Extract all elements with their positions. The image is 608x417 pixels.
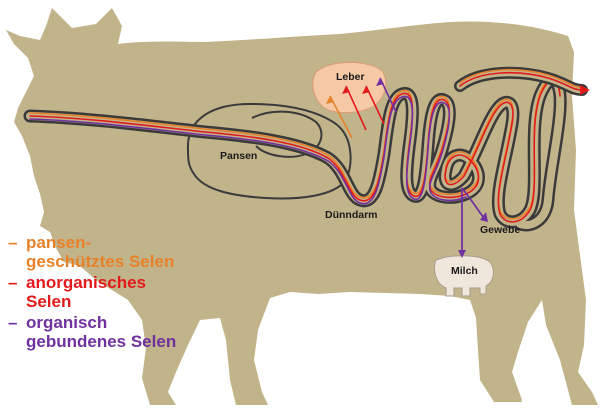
legend-item-anorganisch: – anorganisches Selen (8, 273, 238, 311)
legend-item-organisch: – organisch gebundenes Selen (8, 313, 238, 351)
label-milch: Milch (451, 265, 478, 277)
label-leber: Leber (336, 71, 365, 83)
legend-text: anorganisches Selen (26, 273, 146, 311)
legend-dash: – (8, 233, 26, 252)
legend: – pansen- geschütztes Selen – anorganisc… (8, 233, 238, 353)
label-duenndarm: Dünndarm (325, 209, 378, 221)
label-pansen: Pansen (220, 150, 257, 162)
legend-dash: – (8, 273, 26, 292)
legend-item-pansengeschuetzt: – pansen- geschütztes Selen (8, 233, 238, 271)
legend-text: pansen- geschütztes Selen (26, 233, 174, 271)
legend-dash: – (8, 313, 26, 332)
legend-text: organisch gebundenes Selen (26, 313, 176, 351)
label-gewebe: Gewebe (480, 224, 520, 236)
